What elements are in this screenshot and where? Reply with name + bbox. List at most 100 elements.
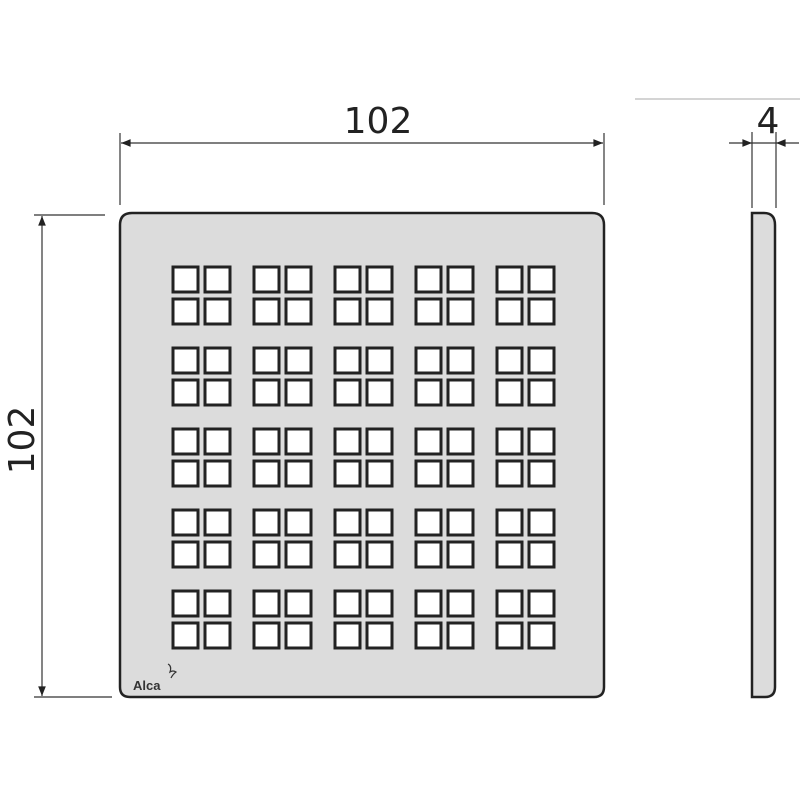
drain-hole [333,427,362,456]
drain-hole [446,297,475,326]
drain-hole [203,508,232,537]
drain-hole [365,427,394,456]
drain-hole [333,621,362,650]
drain-hole [252,589,281,618]
drain-hole [527,378,556,407]
drain-hole [527,427,556,456]
width-label: 102 [344,101,413,142]
drain-hole [495,265,524,294]
drain-hole [284,265,313,294]
drain-hole [284,378,313,407]
drain-hole [527,459,556,488]
drain-hole [495,297,524,326]
drain-hole [171,621,200,650]
drain-hole [284,621,313,650]
height-dimension: 102 [2,214,112,698]
drain-hole [446,265,475,294]
drain-hole [171,265,200,294]
drain-hole [333,346,362,375]
drain-hole [527,589,556,618]
drain-hole [171,508,200,537]
plate-side-view [750,211,777,699]
drain-hole [414,621,443,650]
drain-hole [284,508,313,537]
drain-hole [446,589,475,618]
drain-hole [527,265,556,294]
drain-hole [171,540,200,569]
width-dimension: 102 [119,101,605,205]
drain-hole [365,265,394,294]
drain-hole [203,621,232,650]
drain-hole [414,540,443,569]
drain-hole [495,589,524,618]
drain-hole [171,459,200,488]
drain-hole [333,540,362,569]
drain-hole [414,459,443,488]
drain-hole [252,459,281,488]
drain-hole [284,589,313,618]
drain-hole [203,459,232,488]
drain-hole [203,540,232,569]
drain-hole [252,297,281,326]
svg-text:Alca: Alca [133,678,161,693]
drain-hole [414,508,443,537]
drain-hole [284,346,313,375]
drain-hole [171,297,200,326]
drain-hole [527,540,556,569]
drain-hole [252,378,281,407]
drain-hole [284,427,313,456]
drain-hole [446,459,475,488]
drain-hole [203,378,232,407]
drain-hole [252,265,281,294]
height-label: 102 [2,406,43,475]
drain-hole [365,297,394,326]
drain-hole [365,459,394,488]
drain-hole [495,346,524,375]
drain-hole [365,589,394,618]
drain-hole [284,459,313,488]
drain-hole [414,297,443,326]
drain-hole [365,540,394,569]
thickness-dimension: 4 [729,101,799,208]
drain-hole [203,589,232,618]
drain-hole [446,621,475,650]
drain-hole [365,378,394,407]
hole-pattern [171,265,556,650]
drain-hole [527,346,556,375]
thickness-label: 4 [757,101,780,142]
drain-hole [203,297,232,326]
drain-hole [252,508,281,537]
drain-hole [333,265,362,294]
drain-grate-plate [118,211,606,699]
drain-hole [495,459,524,488]
drain-hole [333,378,362,407]
drain-hole [284,297,313,326]
drain-hole [527,508,556,537]
drain-hole [252,621,281,650]
alca-logo: Alca [133,663,178,693]
drain-hole [365,508,394,537]
drain-hole [333,589,362,618]
drain-hole [414,378,443,407]
drain-hole [203,346,232,375]
drain-hole [495,540,524,569]
drain-hole [171,427,200,456]
drain-hole [414,265,443,294]
drain-hole [414,346,443,375]
drain-hole [495,378,524,407]
drain-hole [252,540,281,569]
drain-hole [446,540,475,569]
drain-hole [414,427,443,456]
drain-hole [365,621,394,650]
drain-hole [446,427,475,456]
drain-hole [171,346,200,375]
drain-hole [203,427,232,456]
drain-hole [527,297,556,326]
drain-hole [252,427,281,456]
drain-hole [446,346,475,375]
bird-icon [167,663,178,679]
drain-hole [284,540,313,569]
drain-hole [333,297,362,326]
drain-hole [365,346,394,375]
